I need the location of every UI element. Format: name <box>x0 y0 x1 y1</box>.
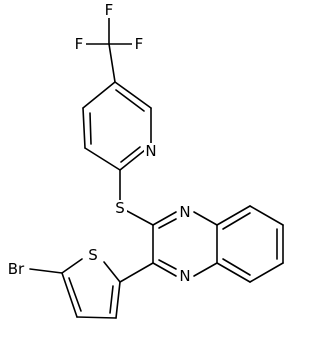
atom-nitrogen-quinoxaline-bottom: N <box>178 267 192 285</box>
atom-bromine: Br <box>3 260 29 278</box>
atom-fluorine-top: F <box>102 1 116 19</box>
bond-thiophene-s-c5 <box>61 258 83 274</box>
bond-quinoxaline-thiophene <box>119 262 154 283</box>
atom-label-n-qx-top: N <box>179 203 190 221</box>
bond-pyridine-c2-n <box>119 149 146 171</box>
atom-label-f-right: F <box>135 35 144 53</box>
bonds <box>29 16 284 319</box>
bond-qx-n4-c3-inner <box>158 259 177 270</box>
bond-c-br <box>29 268 63 274</box>
bond-pyridine-c4-c3-inner <box>89 112 92 145</box>
atom-sulfur-linker: S <box>114 199 127 217</box>
atom-nitrogen-pyridine: N <box>144 142 158 160</box>
bond-pyridine-c3-c2 <box>84 147 121 171</box>
bond-benzo-c5-c4a-inner <box>222 258 251 276</box>
bond-pyridine-c2-n-inner <box>120 146 141 163</box>
bond-benzo-c5-c4a <box>216 262 251 283</box>
atom-fluorine-left: F <box>72 35 86 53</box>
molecule-structure: F F F N S N N S <box>3 1 284 319</box>
bond-qx-c2-n1-inner <box>158 218 177 229</box>
bond-s-quinoxaline <box>126 210 154 226</box>
atom-nitrogen-quinoxaline-top: N <box>178 203 192 221</box>
atom-labels: F F F N S N N S <box>3 1 192 285</box>
bond-thiophene-c5-c4 <box>61 272 78 318</box>
atom-label-n-pyridine: N <box>145 142 156 160</box>
bond-pyridine-c6-c5-inner <box>115 89 145 112</box>
bond-benzo-c6-c5 <box>249 262 284 283</box>
atom-label-br: Br <box>8 260 25 278</box>
atom-label-s-linker: S <box>115 199 125 217</box>
atom-label-f-top: F <box>105 1 114 19</box>
atom-fluorine-right: F <box>132 35 146 53</box>
bond-qx-n4-c3 <box>152 262 177 277</box>
structure-canvas: F F F N S N N S <box>3 1 284 319</box>
bond-thiophene-c3-c2-inner <box>109 285 114 314</box>
bond-pyridine-c4-c3 <box>82 107 86 149</box>
atom-label-n-qx-bottom: N <box>179 267 190 285</box>
atom-sulfur-thiophene: S <box>86 246 100 264</box>
bond-cf3-pyridine <box>108 43 116 83</box>
bond-thiophene-c5-c4-inner <box>68 277 82 312</box>
bond-thiophene-c4-c3 <box>76 316 117 319</box>
bond-pyridine-c5-c4 <box>82 81 116 109</box>
bond-thiophene-c2-s <box>103 261 121 283</box>
atom-label-s-thiophene: S <box>88 246 98 264</box>
bond-qx-n1-c8a <box>193 211 218 226</box>
bond-thiophene-c3-c2 <box>115 281 121 319</box>
bond-benzo-c8-c7 <box>249 205 284 226</box>
bond-benzo-c8a-c8-inner <box>222 212 251 230</box>
bond-benzo-c8a-c8 <box>216 205 251 226</box>
bond-qx-c4a-n4 <box>193 262 218 277</box>
bond-qx-c2-n1 <box>152 211 177 226</box>
atom-label-f-left: F <box>75 35 84 53</box>
bond-pyridine-c6-c5 <box>114 81 152 109</box>
